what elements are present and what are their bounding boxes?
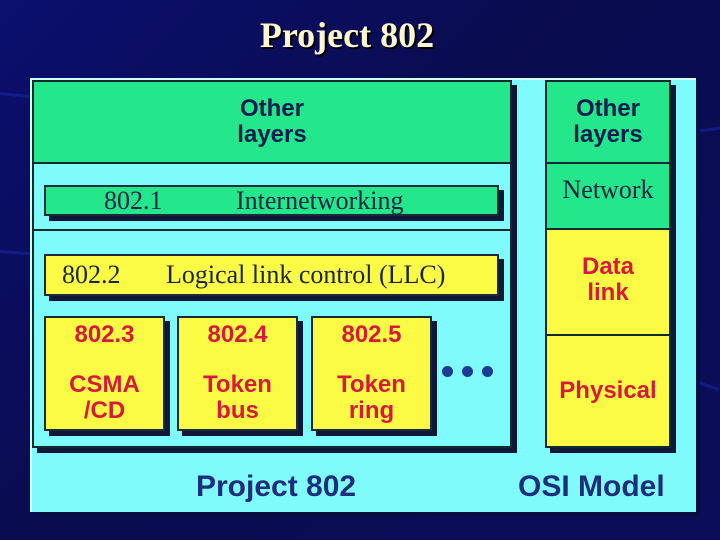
osi-other-layers: Other layers	[547, 82, 669, 164]
standard-number: 802.3	[74, 321, 135, 348]
dot	[482, 366, 493, 377]
bg-streak	[0, 250, 31, 256]
standard-802-5: 802.5 Token ring	[311, 316, 432, 431]
standard-802-3: 802.3 CSMA /CD	[44, 316, 165, 431]
project802-other-layers: Other layers	[34, 82, 510, 164]
standard-name: Logical link control (LLC)	[166, 260, 446, 289]
osi-model-label: OSI Model	[518, 470, 665, 503]
bg-streak	[0, 92, 30, 99]
divider	[34, 229, 510, 231]
standard-number: 802.1	[104, 186, 163, 215]
project802-label: Project 802	[196, 470, 357, 503]
slide-title: Project 802	[259, 15, 435, 55]
osi-data-link-layer: Data link	[547, 230, 669, 336]
standard-802-4: 802.4 Token bus	[177, 316, 298, 431]
standard-802-2: 802.2 Logical link control (LLC)	[44, 254, 499, 296]
ellipsis-icon	[442, 366, 493, 377]
standard-name: Token ring	[337, 371, 406, 424]
standard-802-1: 802.1 Internetworking	[44, 185, 499, 216]
osi-network-layer: Network	[547, 164, 669, 230]
standard-number: 802.2	[62, 260, 121, 289]
bg-streak	[695, 126, 720, 133]
standard-number: 802.5	[341, 321, 402, 348]
standard-name: CSMA /CD	[69, 371, 140, 424]
osi-physical-layer: Physical	[547, 336, 669, 446]
dot	[442, 366, 453, 377]
dot	[462, 366, 473, 377]
bg-streak	[695, 380, 720, 392]
standard-number: 802.4	[207, 321, 268, 348]
standard-name: Internetworking	[236, 186, 404, 215]
standard-name: Token bus	[203, 371, 272, 424]
